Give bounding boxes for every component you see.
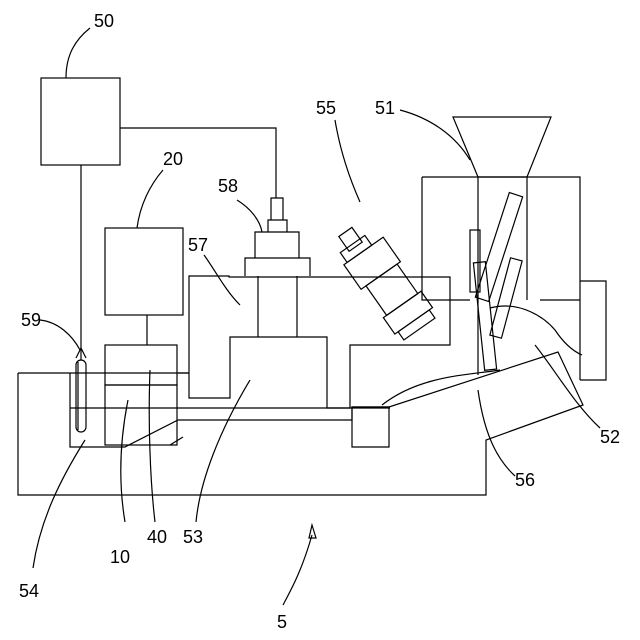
label-52: 52 [600, 427, 620, 447]
heater-40 [105, 345, 177, 445]
label-54: 54 [19, 581, 39, 601]
label-59: 59 [21, 310, 41, 330]
label-53: 53 [183, 527, 203, 547]
base-54 [18, 352, 583, 495]
label-57: 57 [188, 235, 208, 255]
label-58: 58 [218, 176, 238, 196]
label-20: 20 [163, 149, 183, 169]
label-55: 55 [316, 98, 336, 118]
label-40: 40 [147, 527, 167, 547]
reference-numerals: 50 20 58 57 55 51 59 52 56 54 10 40 53 5 [19, 11, 620, 632]
label-50: 50 [94, 11, 114, 31]
housing-57 [189, 198, 450, 408]
label-10: 10 [110, 547, 130, 567]
label-56: 56 [515, 470, 535, 490]
label-51: 51 [375, 98, 395, 118]
label-5: 5 [277, 612, 287, 632]
unit-20 [105, 228, 183, 345]
controller-50 [41, 78, 276, 360]
probe-59 [76, 348, 86, 432]
